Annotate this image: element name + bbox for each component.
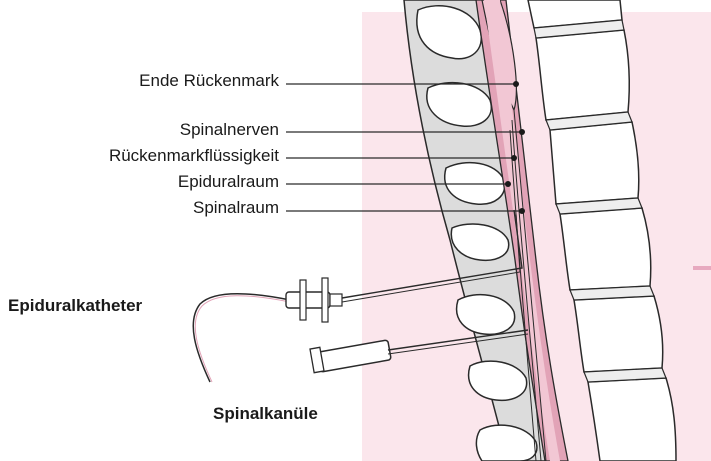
label-rueckenmarkfluessigkeit: Rückenmarkflüssigkeit (109, 146, 279, 166)
label-epiduralraum: Epiduralraum (178, 172, 279, 192)
label-epiduralkatheter: Epiduralkatheter (8, 296, 142, 316)
label-spinalnerven: Spinalnerven (180, 120, 279, 140)
vertebral-body (574, 296, 663, 372)
vertebral-body (536, 30, 629, 120)
vertebral-body (550, 122, 639, 204)
label-ende-rueckenmark: Ende Rückenmark (139, 71, 279, 91)
vertebral-body (588, 378, 676, 461)
vertebral-body (560, 208, 651, 290)
label-spinalraum: Spinalraum (193, 198, 279, 218)
label-spinalkanuele: Spinalkanüle (213, 404, 318, 424)
